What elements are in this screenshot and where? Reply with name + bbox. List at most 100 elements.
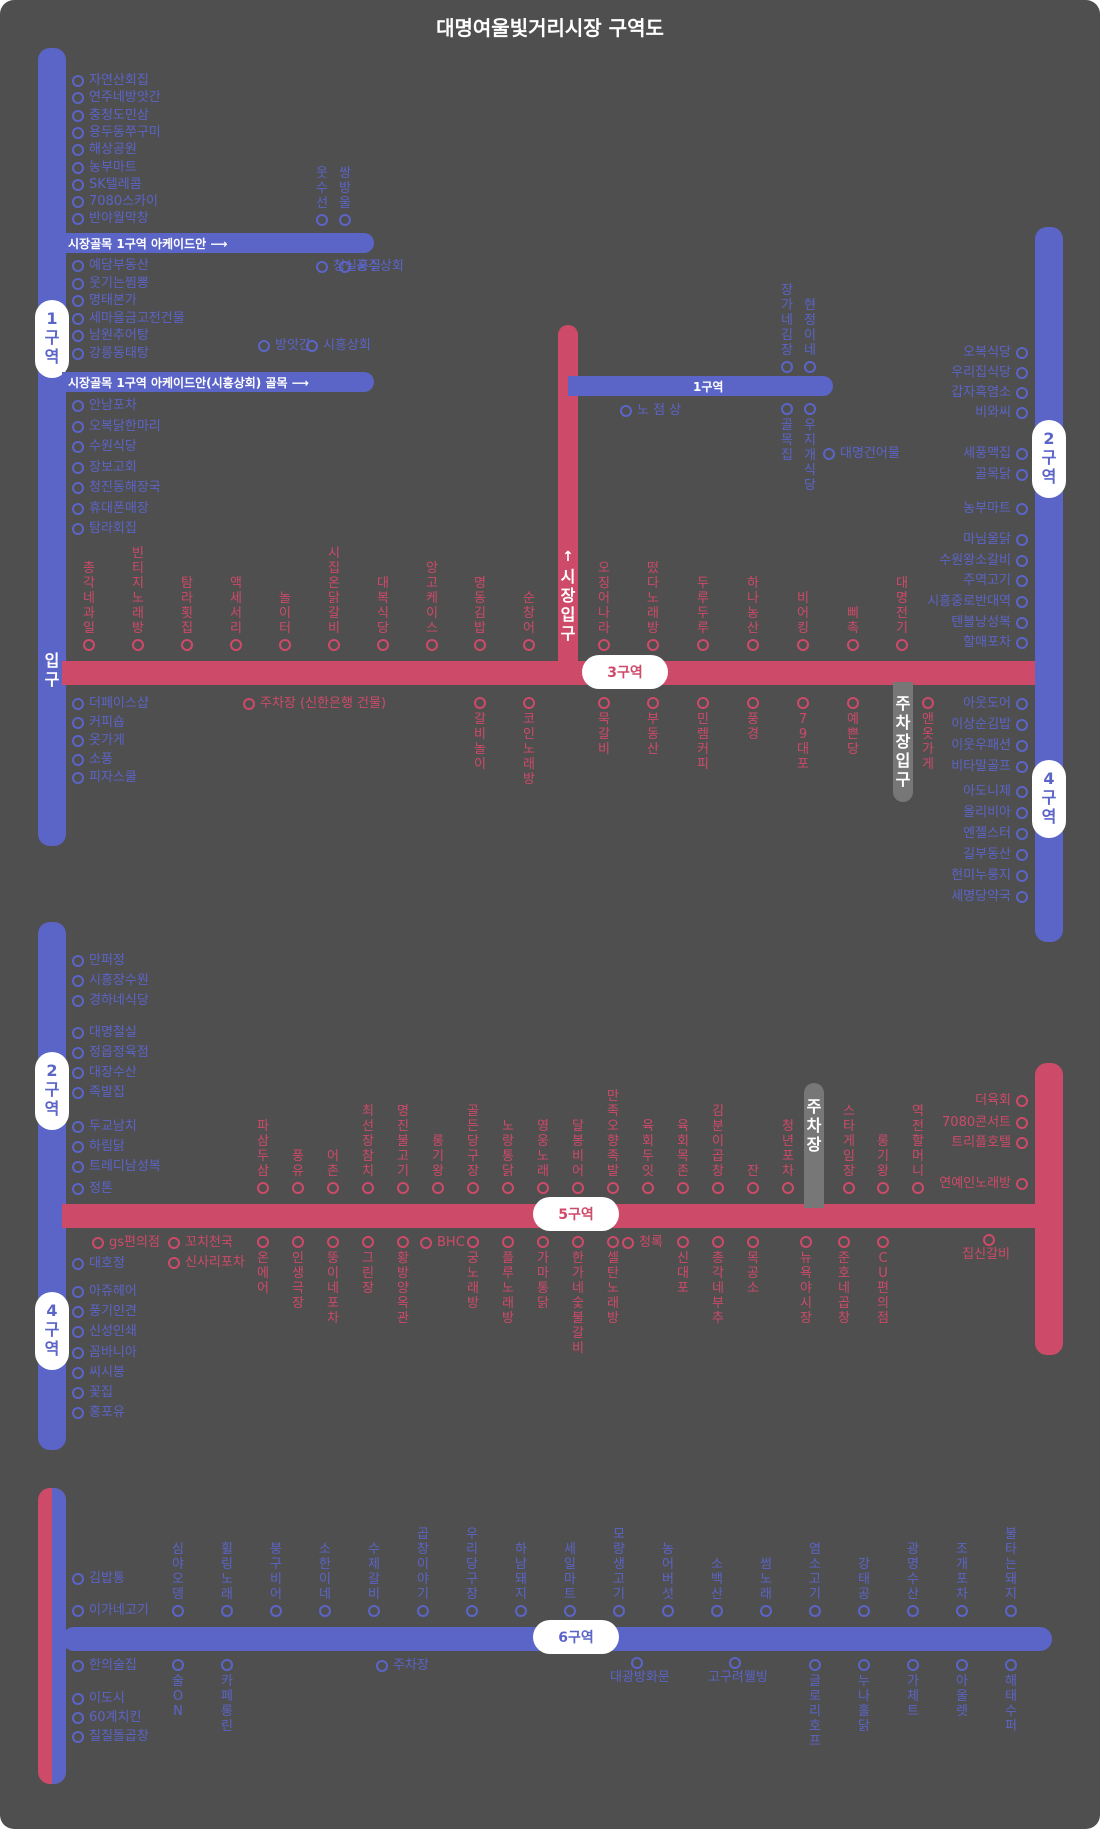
store-marker-icon <box>1005 1659 1017 1671</box>
store-name: 글로리호프 <box>809 1674 821 1749</box>
store-name: 누나홀닭 <box>858 1674 870 1734</box>
arcade-label-1: 시장골목 1구역 아케이드안 ⟶ <box>68 236 228 251</box>
store-marker-icon <box>647 697 659 709</box>
store-name: 풍기인견 <box>89 1304 137 1319</box>
zone4-pill: 4구역 <box>1032 760 1066 838</box>
store-marker-icon <box>397 1236 409 1248</box>
store-marker-icon <box>1016 740 1028 752</box>
store-marker-icon <box>292 1182 304 1194</box>
store-marker-icon <box>598 697 610 709</box>
store-name: 광명수산 <box>907 1542 919 1602</box>
store-name: 심야오뎅 <box>172 1542 184 1602</box>
store-marker-icon <box>72 420 84 433</box>
store-marker-icon <box>168 1257 180 1269</box>
store-item: 청진동해장국 <box>72 479 161 497</box>
store-item-vertical: CU편의점 <box>873 1233 893 1326</box>
store-name: 묵갈비 <box>598 712 610 757</box>
arcade-label-2: 시장골목 1구역 아케이드안(시흥상회) 골목 ⟶ <box>68 375 309 390</box>
store-item-vertical: 셀탄노래방 <box>603 1233 623 1326</box>
store-item-vertical: 불타는돼지 <box>1001 1527 1021 1620</box>
market-entrance-label: ↑시장입구 <box>560 549 576 643</box>
store-marker-icon <box>72 330 84 342</box>
store-name: 앙고케이스 <box>426 561 438 636</box>
store-name: 붕구비어 <box>270 1542 282 1602</box>
store-marker-icon <box>270 1605 282 1617</box>
store-item: 공주상회 <box>339 258 404 276</box>
store-item: 장보고회 <box>72 459 137 477</box>
store-marker-icon <box>922 697 934 709</box>
store-item-vertical: 두루두루 <box>693 576 713 654</box>
store-name: 연주네방앗간 <box>89 90 161 106</box>
store-item-vertical: 웃수선 <box>312 166 332 229</box>
store-name: 세풍맥집 <box>963 446 1011 461</box>
store-marker-icon <box>1016 719 1028 731</box>
store-name: 시흥장수원 <box>89 973 149 988</box>
store-item: 농부마트 <box>963 500 1028 518</box>
store-item: 용두동쭈구미 <box>72 124 161 142</box>
store-marker-icon <box>72 1161 84 1173</box>
store-marker-icon <box>362 1236 374 1248</box>
store-marker-icon <box>620 405 632 417</box>
store-marker-icon <box>523 639 535 651</box>
store-name: 소백산 <box>711 1557 723 1602</box>
store-item-vertical: 심야오뎅 <box>168 1542 188 1620</box>
store-name: 강태공 <box>858 1557 870 1602</box>
store-name: 아도니제 <box>963 784 1011 799</box>
store-item: 방앗간 <box>258 337 311 355</box>
store-item: 예담부동산 <box>72 257 149 275</box>
store-marker-icon <box>221 1605 233 1617</box>
store-marker-icon <box>72 441 84 453</box>
store-name: 주차장 <box>393 1658 429 1673</box>
store-item: gs편의점 <box>92 1234 160 1252</box>
store-name: 마님울닭 <box>963 532 1011 547</box>
store-marker-icon <box>72 482 84 494</box>
store-name: 명동김밥 <box>474 576 486 636</box>
store-item-vertical: 골목집 <box>777 400 797 463</box>
store-item-vertical: 뚱이네포차 <box>323 1233 343 1326</box>
store-marker-icon <box>72 1121 84 1133</box>
store-item-vertical: 어촌 <box>323 1149 343 1197</box>
store-name: 안남포차 <box>89 398 137 413</box>
store-marker-icon <box>72 502 84 515</box>
store-marker-icon <box>956 1605 968 1617</box>
store-item-vertical: 빈티지노래방 <box>128 546 148 654</box>
store-name: 하남돼지 <box>515 1542 527 1602</box>
store-name: 7080콘서트 <box>942 1115 1011 1130</box>
store-name: 연예인노래방 <box>939 1176 1011 1191</box>
store-marker-icon <box>956 1659 968 1671</box>
store-name: 갑자흑염소 <box>951 385 1011 400</box>
store-name: 청록 <box>639 1235 663 1250</box>
store-name: 아쥬헤어 <box>89 1284 137 1299</box>
store-item: 시흥상회 <box>306 337 371 355</box>
store-marker-icon <box>319 1605 331 1617</box>
store-marker-icon <box>572 1236 584 1248</box>
store-item: 오복식당 <box>963 344 1028 362</box>
store-item-vertical: 만족오향족발 <box>603 1089 623 1197</box>
store-item-vertical: 예쁜당 <box>843 694 863 757</box>
store-item: 안남포차 <box>72 397 137 415</box>
store-name: 명진불고기 <box>397 1104 409 1179</box>
store-marker-icon <box>607 1182 619 1194</box>
store-marker-icon <box>1016 807 1028 819</box>
store-item-vertical: 목공소 <box>743 1233 763 1296</box>
store-name: 방앗간 <box>275 338 311 353</box>
store-name: 두교남치 <box>89 1119 137 1134</box>
store-marker-icon <box>877 1236 889 1248</box>
store-name: 비어킹 <box>797 591 809 636</box>
store-name: 이상순김밥 <box>951 717 1011 732</box>
store-item-vertical: 역전할머니 <box>908 1104 928 1197</box>
store-name: 그린장 <box>362 1251 374 1296</box>
store-item: 수원왕소갈비 <box>939 552 1028 570</box>
store-name: 홍포유 <box>89 1405 125 1420</box>
store-name: 집신갈비 <box>962 1247 1010 1262</box>
store-item-vertical: 한가네숯불갈비 <box>568 1233 588 1356</box>
store-name: 시흥중로반대역 <box>927 594 1011 609</box>
store-marker-icon <box>781 403 793 415</box>
store-item-vertical: 준호네곱창 <box>834 1233 854 1326</box>
store-item-vertical: 휠링노래 <box>217 1542 237 1620</box>
store-marker-icon <box>72 312 84 325</box>
store-marker-icon <box>797 697 809 709</box>
store-item: 이웃우패션 <box>951 737 1028 755</box>
store-marker-icon <box>72 1367 84 1379</box>
store-marker-icon <box>72 753 84 766</box>
